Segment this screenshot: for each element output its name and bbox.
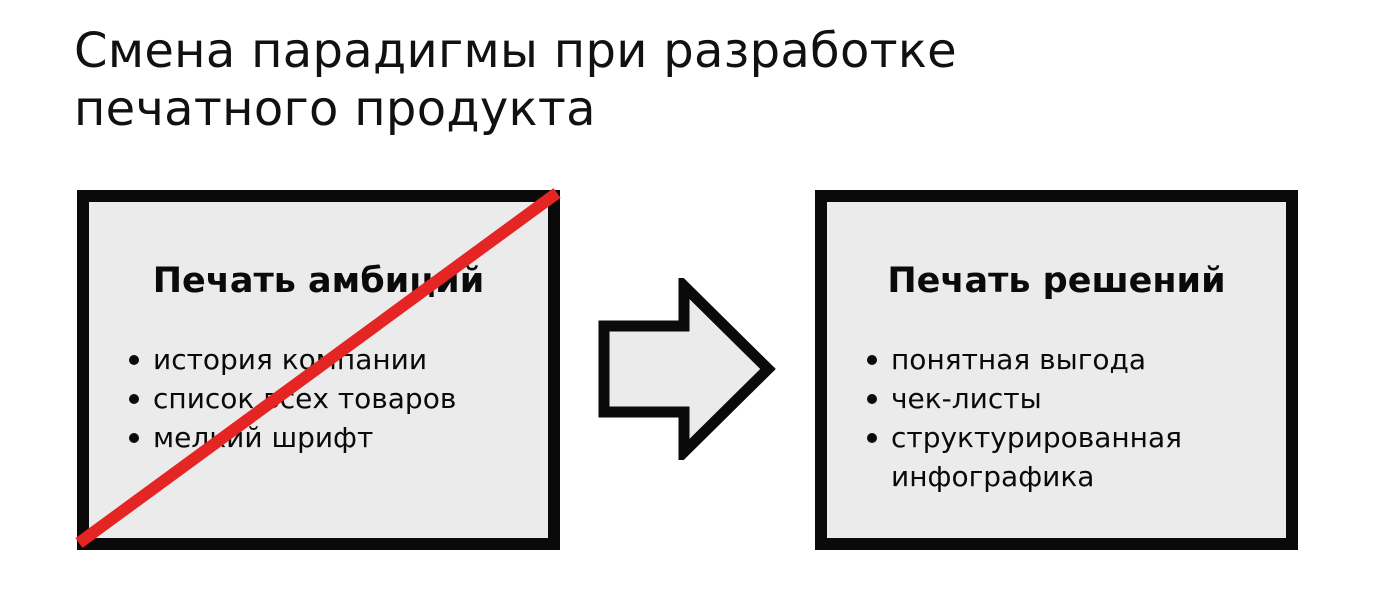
list-item-continuation: инфографика [891,460,1095,493]
list-item: история компании [127,340,456,379]
card-print-ambitions: Печать амбиций история компании список в… [77,190,560,550]
right-arrow-icon [598,278,776,460]
slide-title: Смена парадигмы при разработке печатного… [74,22,1174,138]
solutions-list: понятная выгода чек-листы структурирован… [865,340,1182,496]
list-item: структурированная [865,418,1182,457]
list-item: чек-листы [865,379,1182,418]
ambitions-list: история компании список всех товаров мел… [127,340,456,457]
slide-title-line-1: Смена парадигмы при разработке [74,23,958,79]
list-item: мелкий шрифт [127,418,456,457]
card-print-solutions: Печать решений понятная выгода чек-листы… [815,190,1298,550]
card-heading-ambitions: Печать амбиций [152,261,485,301]
list-item: список всех товаров [127,379,456,418]
list-item: понятная выгода [865,340,1182,379]
slide-title-line-2: печатного продукта [74,81,596,137]
card-heading-solutions: Печать решений [887,261,1226,301]
